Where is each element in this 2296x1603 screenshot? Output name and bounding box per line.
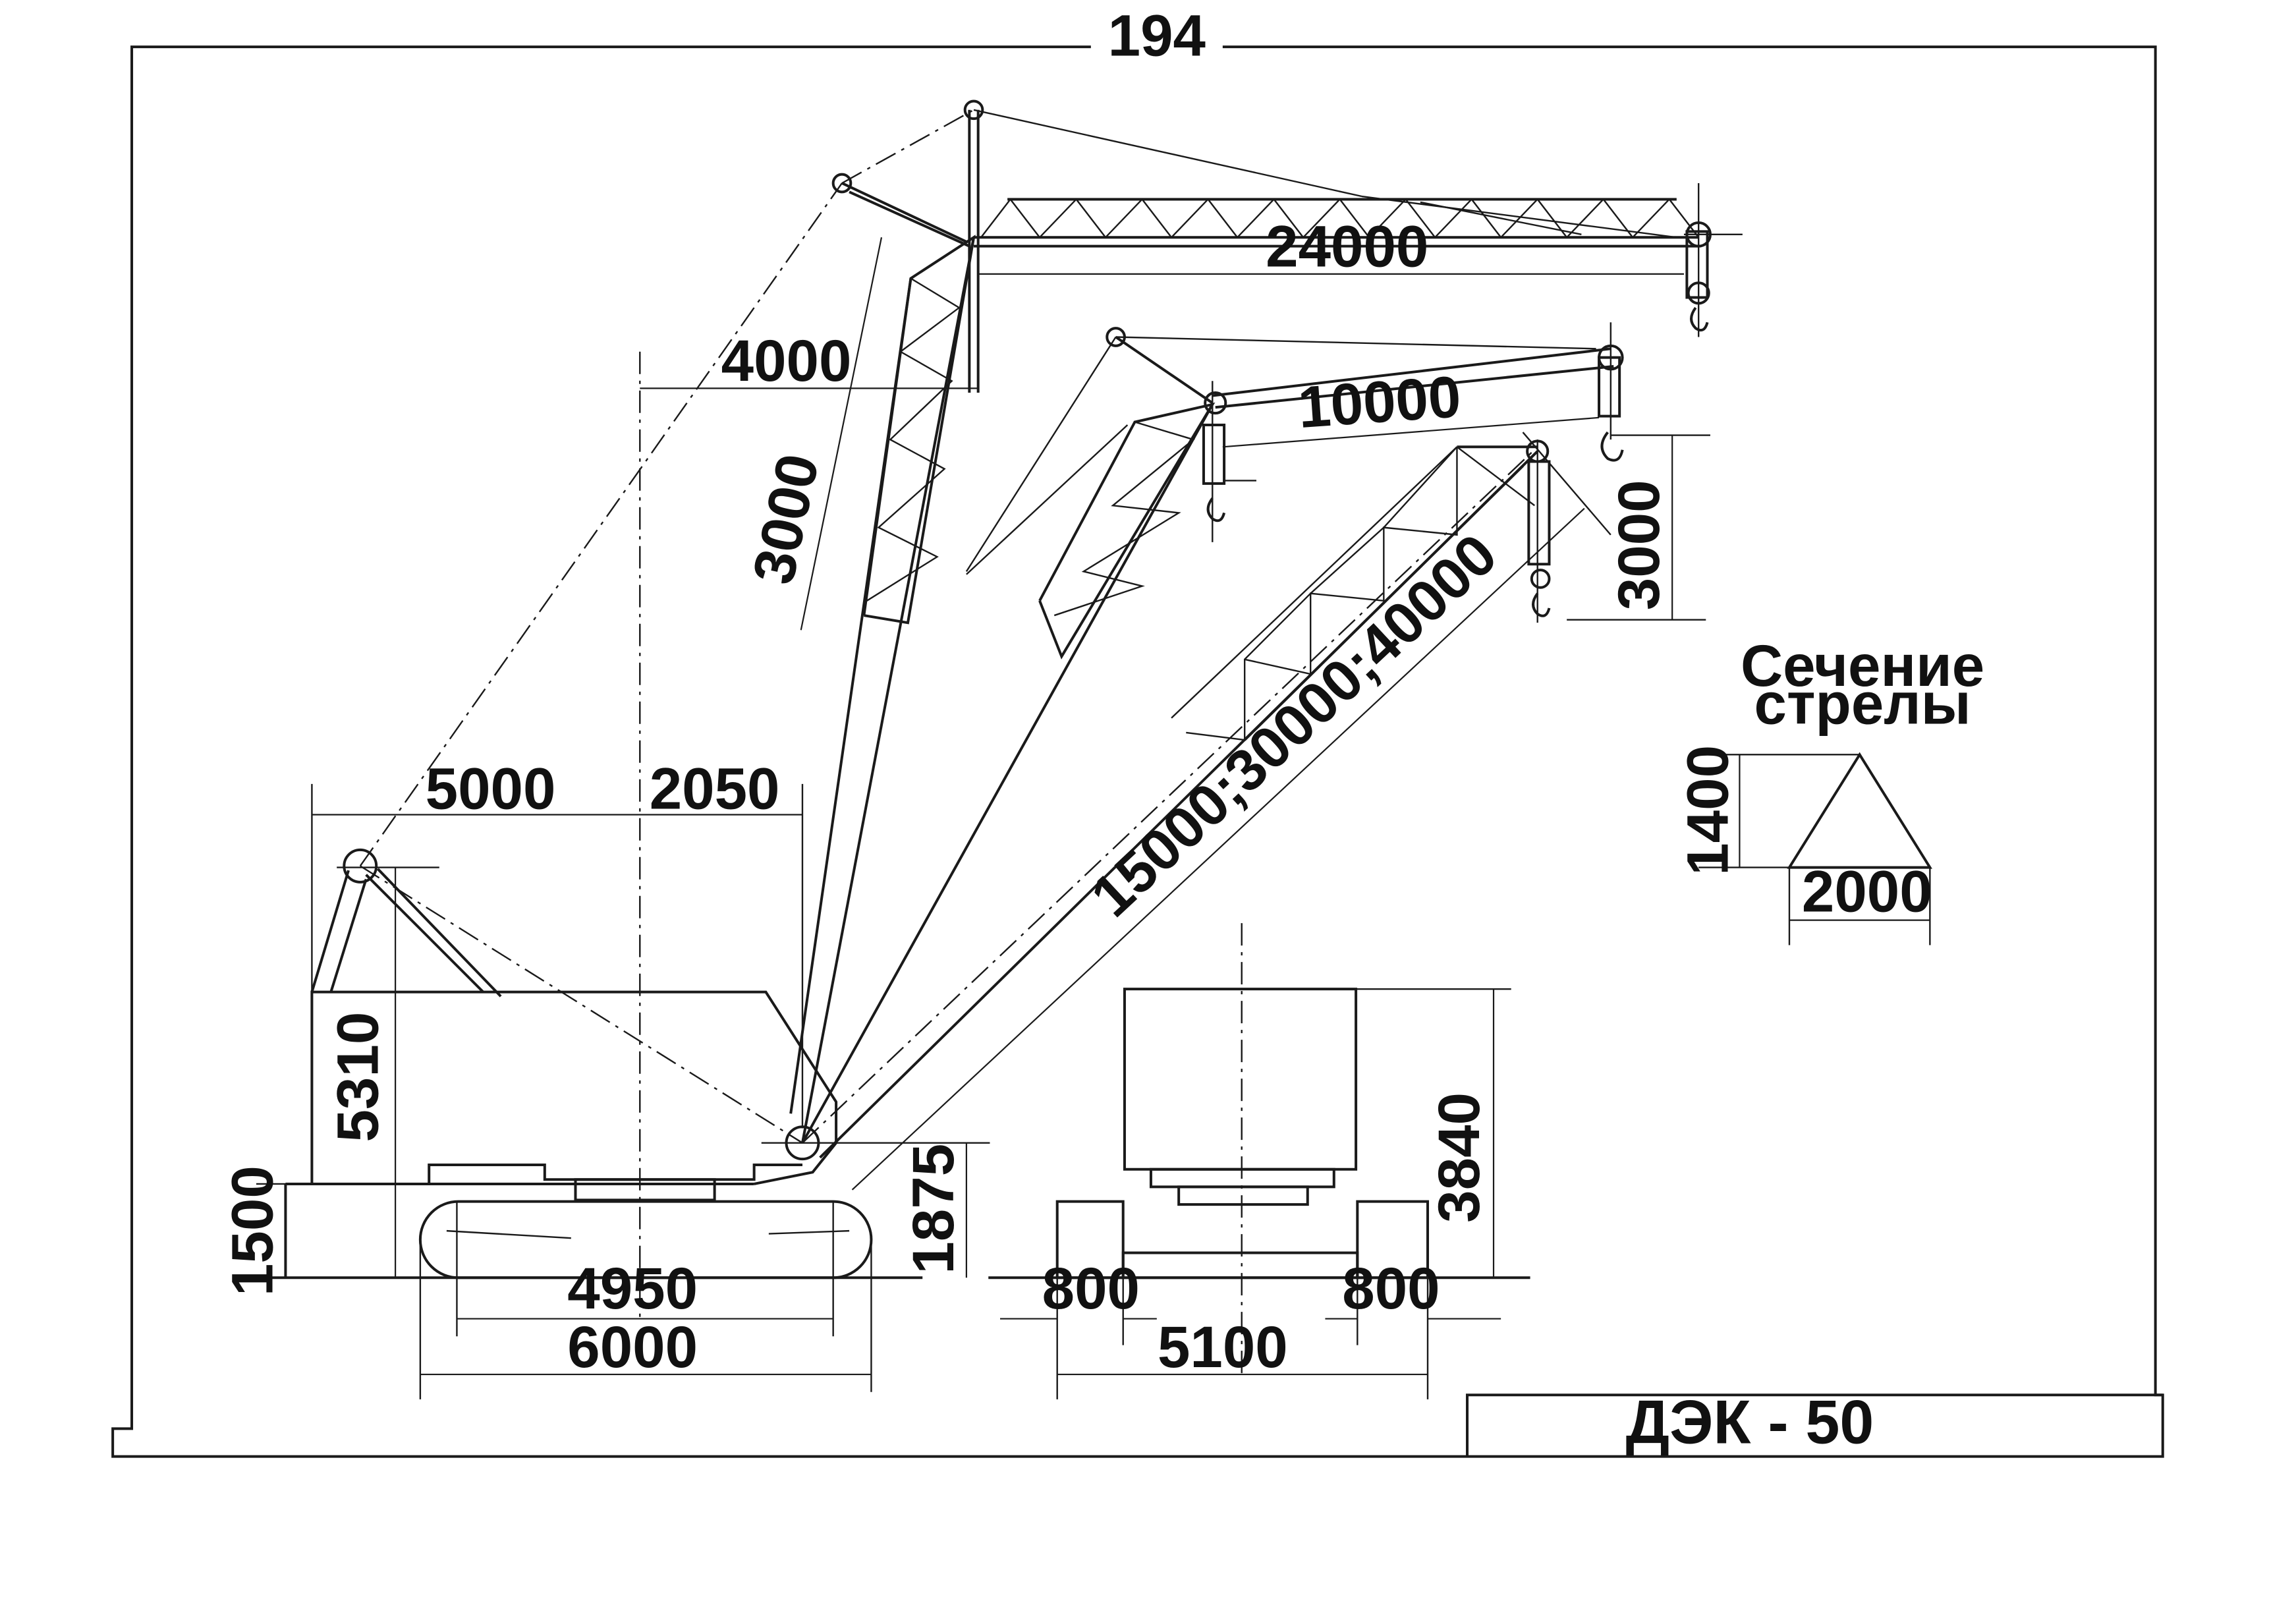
boom-config-horizontal-jib [360, 101, 1743, 1142]
section-title-line1: Сечение [1741, 633, 1984, 698]
dimension-lines [256, 237, 1710, 1399]
boom-config-straight-boom [360, 237, 1611, 1158]
dim-10000: 10000 [1296, 363, 1463, 440]
dim-3000-slanted: 3000 [740, 448, 831, 589]
dim-2050: 2050 [650, 756, 780, 822]
dim-800-left: 800 [1042, 1255, 1140, 1321]
dim-6000: 6000 [567, 1314, 698, 1380]
dim-24000: 24000 [1266, 213, 1428, 279]
boom-section-view [1698, 754, 1930, 945]
dim-800-right: 800 [1342, 1255, 1440, 1321]
dim-1500: 1500 [219, 1166, 285, 1296]
dim-3840: 3840 [1426, 1092, 1492, 1223]
section-title-line2: стрелы [1754, 671, 1971, 737]
dim-1400: 1400 [1675, 745, 1741, 876]
dim-4000: 4000 [721, 327, 852, 393]
page-frame [113, 47, 2163, 1456]
dim-5100: 5100 [1158, 1314, 1288, 1380]
dim-1875: 1875 [900, 1144, 966, 1274]
crane-side-view [285, 850, 990, 1278]
dim-5000: 5000 [426, 756, 556, 822]
crane-end-view [988, 923, 1530, 1377]
boom-config-luffing-jib [802, 322, 1623, 1142]
page-number: 194 [1108, 2, 1206, 68]
model-title: ДЭК - 50 [1626, 1388, 1874, 1457]
dim-3000-hook: 3000 [1606, 480, 1671, 610]
dim-2000: 2000 [1802, 858, 1932, 924]
dim-5310: 5310 [324, 1012, 390, 1142]
dim-4950: 4950 [567, 1255, 698, 1321]
dim-boom-lengths: 15000;30000;40000 [1078, 521, 1509, 930]
